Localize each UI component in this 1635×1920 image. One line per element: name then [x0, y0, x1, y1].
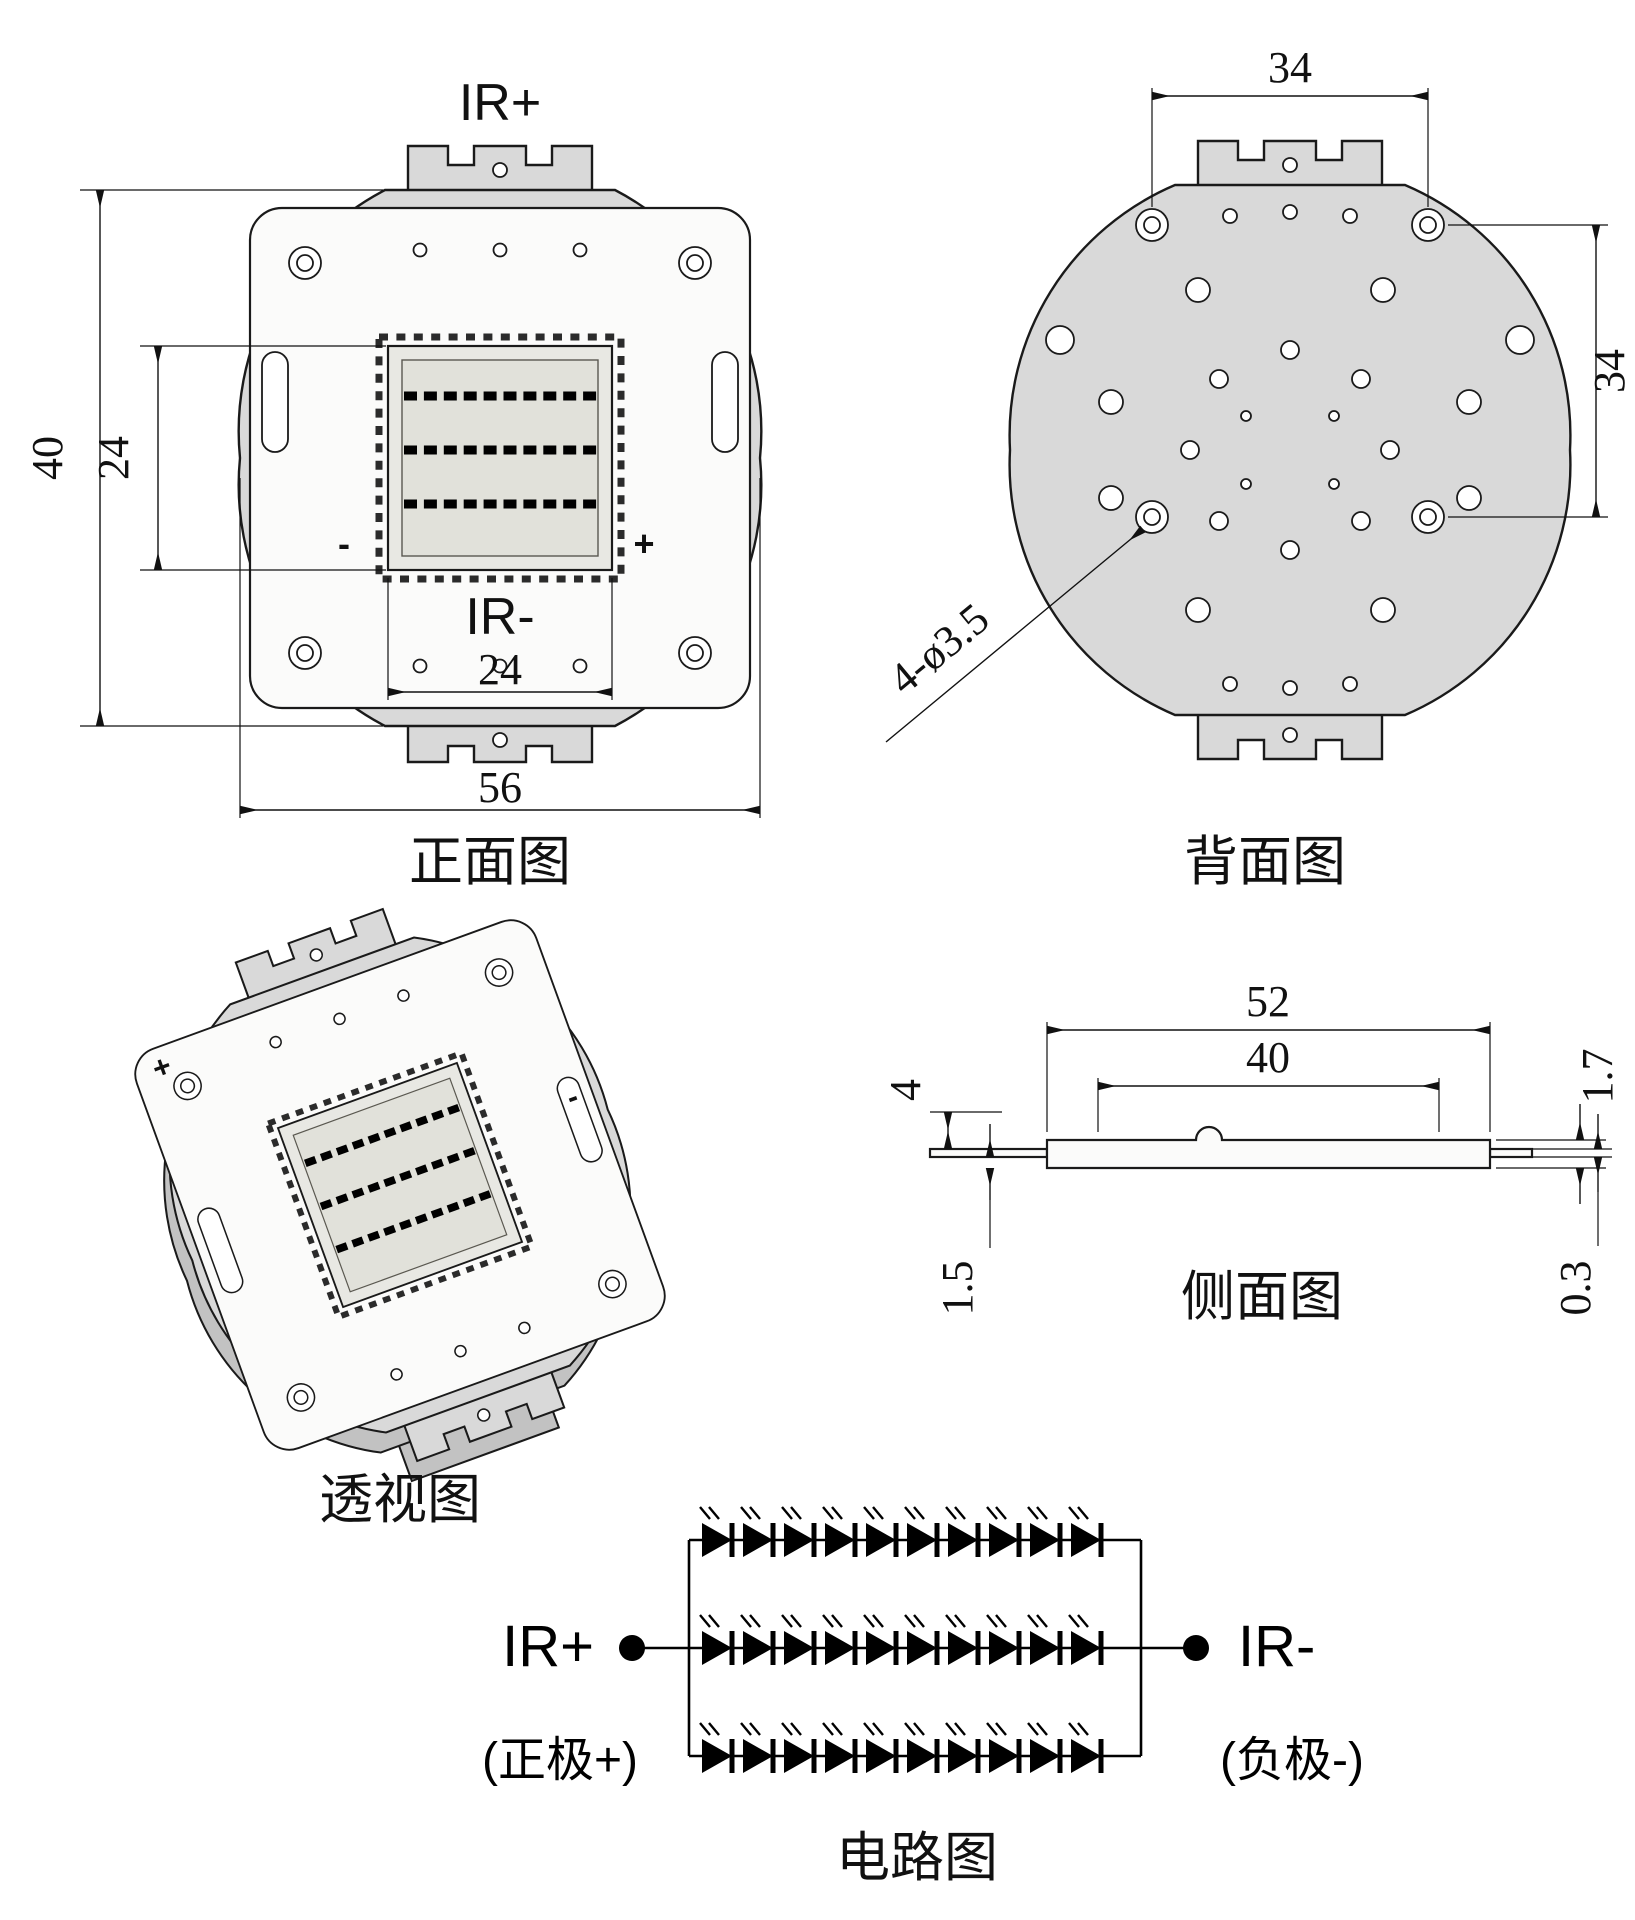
dim-value: 52 [1246, 977, 1290, 1026]
perspective-view: + - [134, 907, 666, 1483]
slot-left [197, 1207, 244, 1294]
dim-height-outer: 40 [23, 189, 383, 727]
small-holes [269, 989, 531, 1381]
corner-screw-holes [173, 958, 627, 1412]
front-cathode-label: IR- [465, 588, 534, 646]
polarity-minus: - [338, 523, 350, 564]
cathode-node [1183, 1635, 1209, 1661]
polarity-plus: + [633, 523, 654, 564]
dim-value: 0.3 [1551, 1261, 1600, 1316]
mounting-holes [1135, 208, 1445, 534]
back-view-caption: 背面图 [1184, 832, 1346, 892]
dim-value: 4 [881, 1079, 930, 1101]
dim-value: 1.5 [933, 1261, 982, 1316]
led-diode-array [699, 1506, 1104, 1773]
lead-left [928, 1147, 1049, 1159]
circuit-anode-label: IR+ [502, 1614, 594, 1679]
front-view: IR+ - + IR- [23, 74, 763, 892]
lead-right [1488, 1147, 1534, 1159]
front-anode-label: IR+ [459, 74, 541, 132]
led-window-inner [401, 359, 599, 557]
dim-hole-span-right: 34 [1448, 224, 1634, 518]
circuit-cathode-sub-label: (负极-) [1220, 1734, 1364, 1787]
dim-overall-width: 52 [1046, 977, 1491, 1132]
led-chips [303, 1103, 492, 1254]
back-view: 34 34 4-ø3.5 背面图 [879, 43, 1634, 892]
dim-value: 40 [23, 436, 72, 480]
dim-value: 34 [1585, 349, 1634, 393]
dim-lead-width: 4 [881, 1079, 1002, 1149]
side-view-caption: 侧面图 [1181, 1267, 1343, 1327]
dim-body-thickness: 1.7 [1496, 1049, 1622, 1204]
tab-hole [1282, 727, 1298, 743]
perspective-view-caption: 透视图 [319, 1470, 481, 1530]
slot-right [711, 351, 739, 453]
hole-callout-text: 4-ø3.5 [879, 594, 998, 704]
dim-height-inner: 24 [89, 345, 386, 571]
dim-value: 1.7 [1573, 1049, 1622, 1104]
body-profile [1045, 1125, 1492, 1170]
dim-width-inner: 24 [387, 578, 613, 700]
circuit-diagram: IR+ IR- (正极+) (负极-) 电路图 [482, 1506, 1364, 1888]
circuit-anode-sub-label: (正极+) [482, 1734, 638, 1787]
corner-screw-holes [288, 246, 712, 670]
small-holes [412, 242, 588, 674]
dim-value: 24 [478, 645, 522, 694]
dim-value: 24 [89, 436, 138, 480]
anode-node [619, 1635, 645, 1661]
tab-hole [1282, 157, 1298, 173]
tab-hole [309, 948, 323, 962]
circuit-caption: 电路图 [836, 1828, 998, 1888]
dim-lead-offset: 1.5 [933, 1124, 995, 1316]
led-window-inner [292, 1077, 508, 1293]
dim-value: 56 [478, 763, 522, 812]
thermal-via-holes [1045, 204, 1535, 696]
dim-value: 40 [1246, 1033, 1290, 1082]
dim-hole-span-top: 34 [1151, 43, 1429, 207]
front-view-caption: 正面图 [409, 832, 571, 892]
slot-right [556, 1076, 603, 1163]
dim-body-width: 40 [1097, 1033, 1440, 1132]
dim-width-outer: 56 [239, 478, 761, 818]
dim-lead-thickness: 0.3 [1532, 1114, 1612, 1316]
tab-hole [492, 732, 508, 748]
slot-left [261, 351, 289, 453]
circuit-cathode-label: IR- [1238, 1614, 1315, 1679]
led-chips [404, 391, 597, 509]
heatsink-plate-outline [1008, 183, 1572, 717]
tab-hole [477, 1408, 491, 1422]
side-view: 52 40 4 1.5 1.7 [881, 977, 1622, 1327]
dim-value: 34 [1268, 43, 1312, 92]
tab-hole [492, 162, 508, 178]
